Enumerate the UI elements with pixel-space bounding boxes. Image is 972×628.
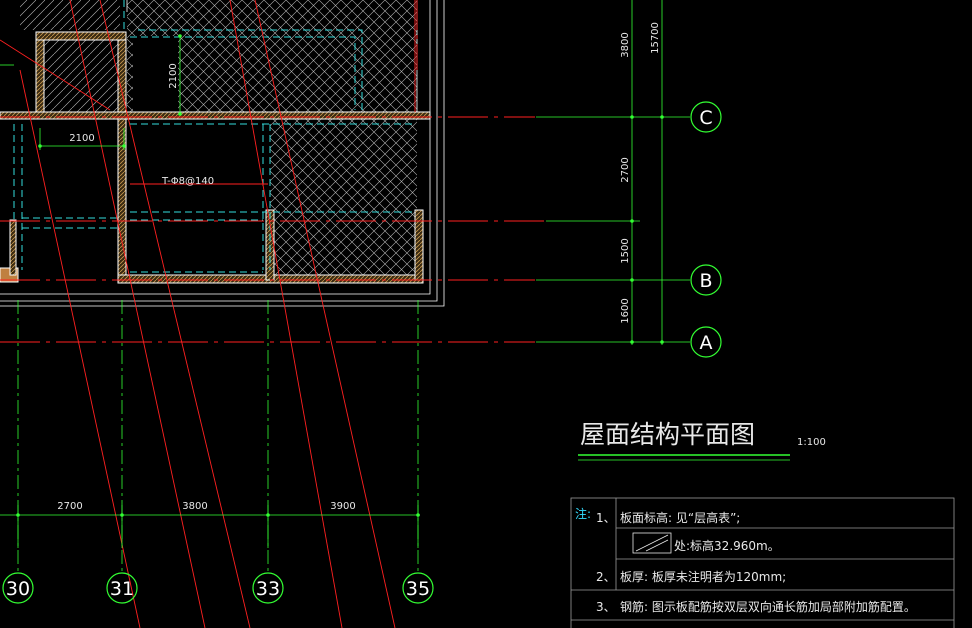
grid-lines [0,0,545,628]
dim-label-v-1600: 1600 [620,298,631,323]
note-2-text: 板厚: 板厚未注明者为120mm; [620,569,786,584]
grid-bubble-31 [106,572,138,604]
grid-label-35: 35 [406,578,430,600]
grid-bubble-33 [252,572,284,604]
grid-bubble-b [690,264,722,296]
drawing-scale: 1:100 [797,437,826,448]
grid-label-c: C [699,107,712,129]
dim-label-3900: 3900 [330,501,355,512]
grid-label-a: A [700,332,713,354]
parapet-lines [0,0,445,307]
grid-label-33: 33 [256,578,280,600]
dim-label-room-width: 2100 [69,133,94,144]
note-3-text: 钢筋: 图示板配筋按双层双向通长筋加局部附加筋配置。 [620,599,916,614]
grid-bubble-35 [402,572,434,604]
slab-hatch-areas [20,0,417,275]
drawing-title: 屋面结构平面图 [580,420,755,449]
slab-hatch-right [270,115,417,275]
grid-bubble-30 [2,572,34,604]
grid-bubble-a [690,326,722,358]
note-3-number: 3、 [596,600,616,614]
note-1b-text: 处:标高32.960m。 [674,538,780,553]
hidden-beams [13,0,415,273]
notes-heading: 注: [575,506,591,521]
note-1-number: 1、 [596,511,616,525]
dim-label-v-total: 15700 [650,22,661,54]
dim-label-v-2700: 2700 [620,157,631,182]
grid-bubble-c [690,101,722,133]
slab-hatch-left-room [44,40,120,113]
dim-label-3800: 3800 [182,501,207,512]
dim-label-v-1500: 1500 [620,238,631,263]
grid-label-31: 31 [110,578,134,600]
notes-table [570,497,955,628]
grid-label-b: B [699,270,712,292]
dim-label-room-depth: 2100 [168,63,179,88]
column-axis-lines [0,0,690,572]
dimension-ticks [16,34,664,517]
grid-label-30: 30 [6,578,30,600]
dimension-labels: 2700 3800 3900 3800 2700 1500 1600 15700… [57,22,661,512]
grid-bubble-labels: C B A 30 31 33 35 [6,107,713,600]
notes-text: 注: 1、 板面标高: 见“层高表”; 处:标高32.960m。 2、 板厚: … [575,506,916,614]
grid-bubbles [2,101,722,604]
slab-hatch-stair [133,36,178,114]
beam-reinforcement-label: T-Φ8@140 [161,176,214,187]
dim-label-v-3800: 3800 [620,32,631,57]
dim-label-2700: 2700 [57,501,82,512]
note-2-number: 2、 [596,570,616,584]
drawing-title-block: 屋面结构平面图 1:100 [578,420,826,461]
note-1-text: 板面标高: 见“层高表”; [620,510,740,525]
slab-hatch-left-top [20,0,120,30]
